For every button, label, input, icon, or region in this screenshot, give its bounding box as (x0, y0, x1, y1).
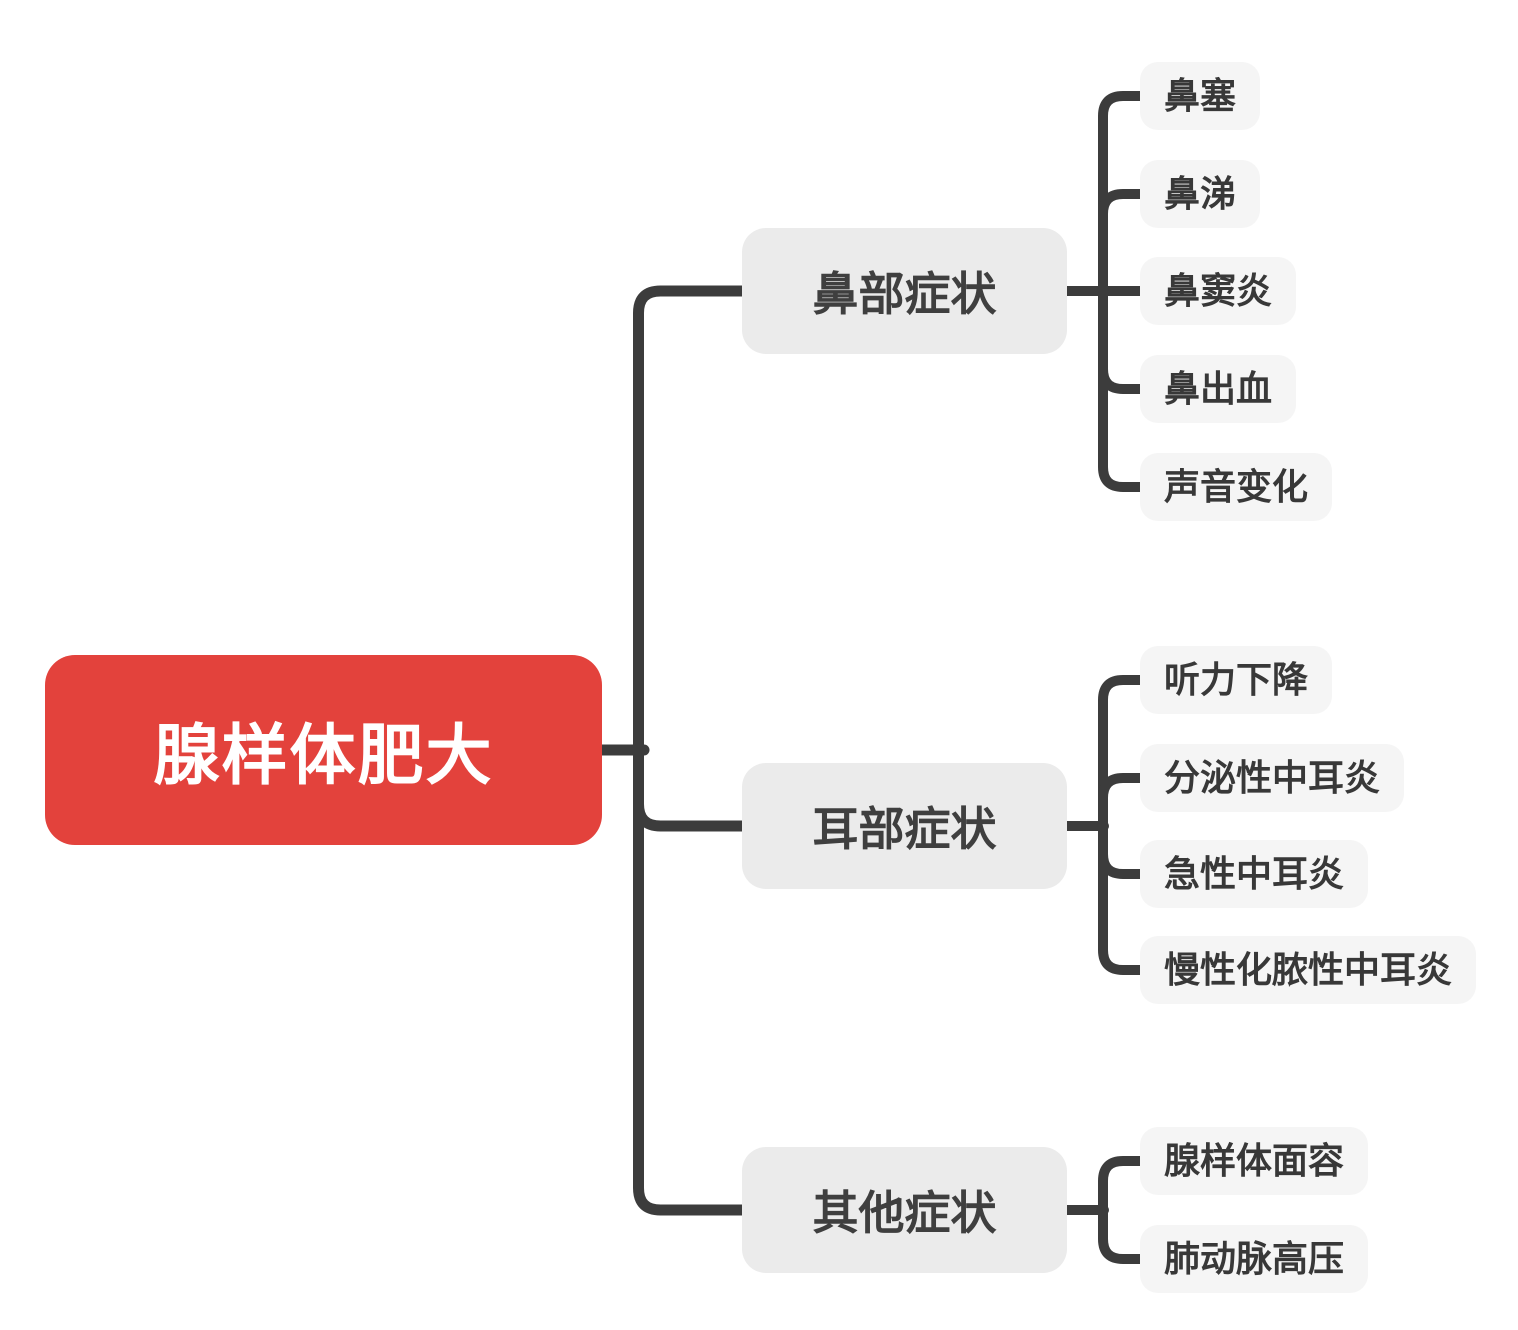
link-branch2-child2 (1098, 773, 1146, 831)
branch-node-other-symptoms[interactable]: 其他症状 (742, 1147, 1067, 1273)
link-branch1-child4 (1098, 286, 1146, 394)
root-node-adenoid-hypertrophy[interactable]: 腺样体肥大 (45, 655, 602, 845)
leaf-node-runny-nose[interactable]: 鼻涕 (1140, 160, 1261, 228)
link-root-branch-ear (633, 744, 748, 832)
leaf-node-voice-change[interactable]: 声音变化 (1140, 453, 1333, 521)
leaf-node-hearing-loss[interactable]: 听力下降 (1140, 646, 1333, 714)
link-branch1-child5 (1098, 286, 1146, 492)
link-branch1-child2 (1098, 189, 1146, 296)
leaf-node-adenoid-face[interactable]: 腺样体面容 (1140, 1127, 1369, 1195)
leaf-node-sinusitis[interactable]: 鼻窦炎 (1140, 257, 1297, 325)
leaf-node-secretory-otitis-media[interactable]: 分泌性中耳炎 (1140, 744, 1405, 812)
branch-node-nasal-symptoms[interactable]: 鼻部症状 (742, 228, 1067, 354)
leaf-node-nasal-congestion[interactable]: 鼻塞 (1140, 62, 1261, 130)
link-branch3-child1 (1098, 1156, 1146, 1215)
link-branch1-child1 (1098, 91, 1146, 296)
link-root-branch-nasal (633, 285, 748, 756)
link-branch2-child4 (1098, 821, 1146, 975)
leaf-node-acute-otitis-media[interactable]: 急性中耳炎 (1140, 840, 1369, 908)
link-branch3-child2 (1098, 1205, 1146, 1264)
leaf-node-pulmonary-hypertension[interactable]: 肺动脉高压 (1140, 1225, 1369, 1293)
link-branch2-child3 (1098, 821, 1146, 879)
branch-node-ear-symptoms[interactable]: 耳部症状 (742, 763, 1067, 889)
leaf-node-chronic-suppurative-otitis-media[interactable]: 慢性化脓性中耳炎 (1140, 936, 1477, 1004)
leaf-node-nosebleed[interactable]: 鼻出血 (1140, 355, 1297, 423)
link-root-branch-other (633, 744, 748, 1216)
link-branch2-child1 (1098, 675, 1146, 831)
